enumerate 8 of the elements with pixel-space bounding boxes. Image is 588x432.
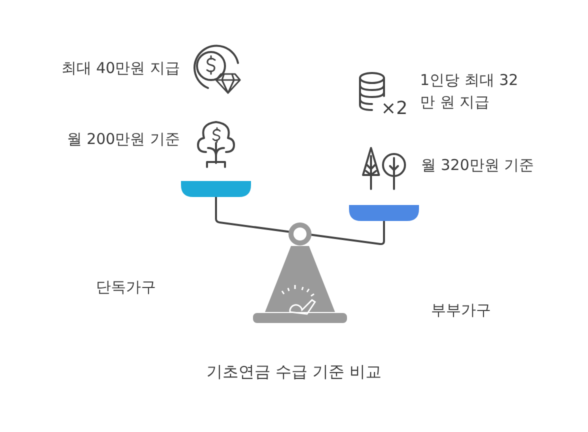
text-label: 단독가구	[96, 277, 156, 298]
text-label: 최대 40만원 지급	[61, 58, 180, 79]
text-label: 1인당 최대 32만 원 지급	[420, 70, 520, 113]
text-label: 월 200만원 기준	[66, 129, 180, 150]
multiplier-label: ×2	[381, 97, 408, 121]
text-label: 월 320만원 기준	[421, 155, 534, 176]
text-label: 부부가구	[431, 300, 491, 321]
caption: 기초연금 수급 기준 비교	[205, 362, 383, 383]
